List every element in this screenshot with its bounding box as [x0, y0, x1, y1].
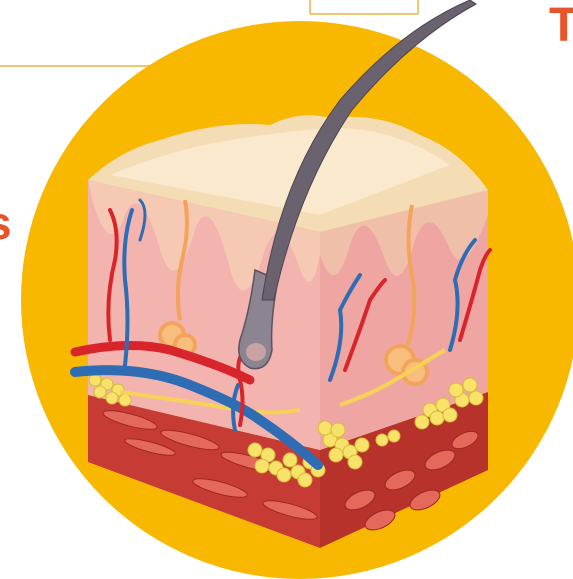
corner-letter-right: T — [549, 0, 573, 53]
hair-bulb — [246, 343, 266, 361]
edge-letter-left: s — [0, 196, 12, 250]
